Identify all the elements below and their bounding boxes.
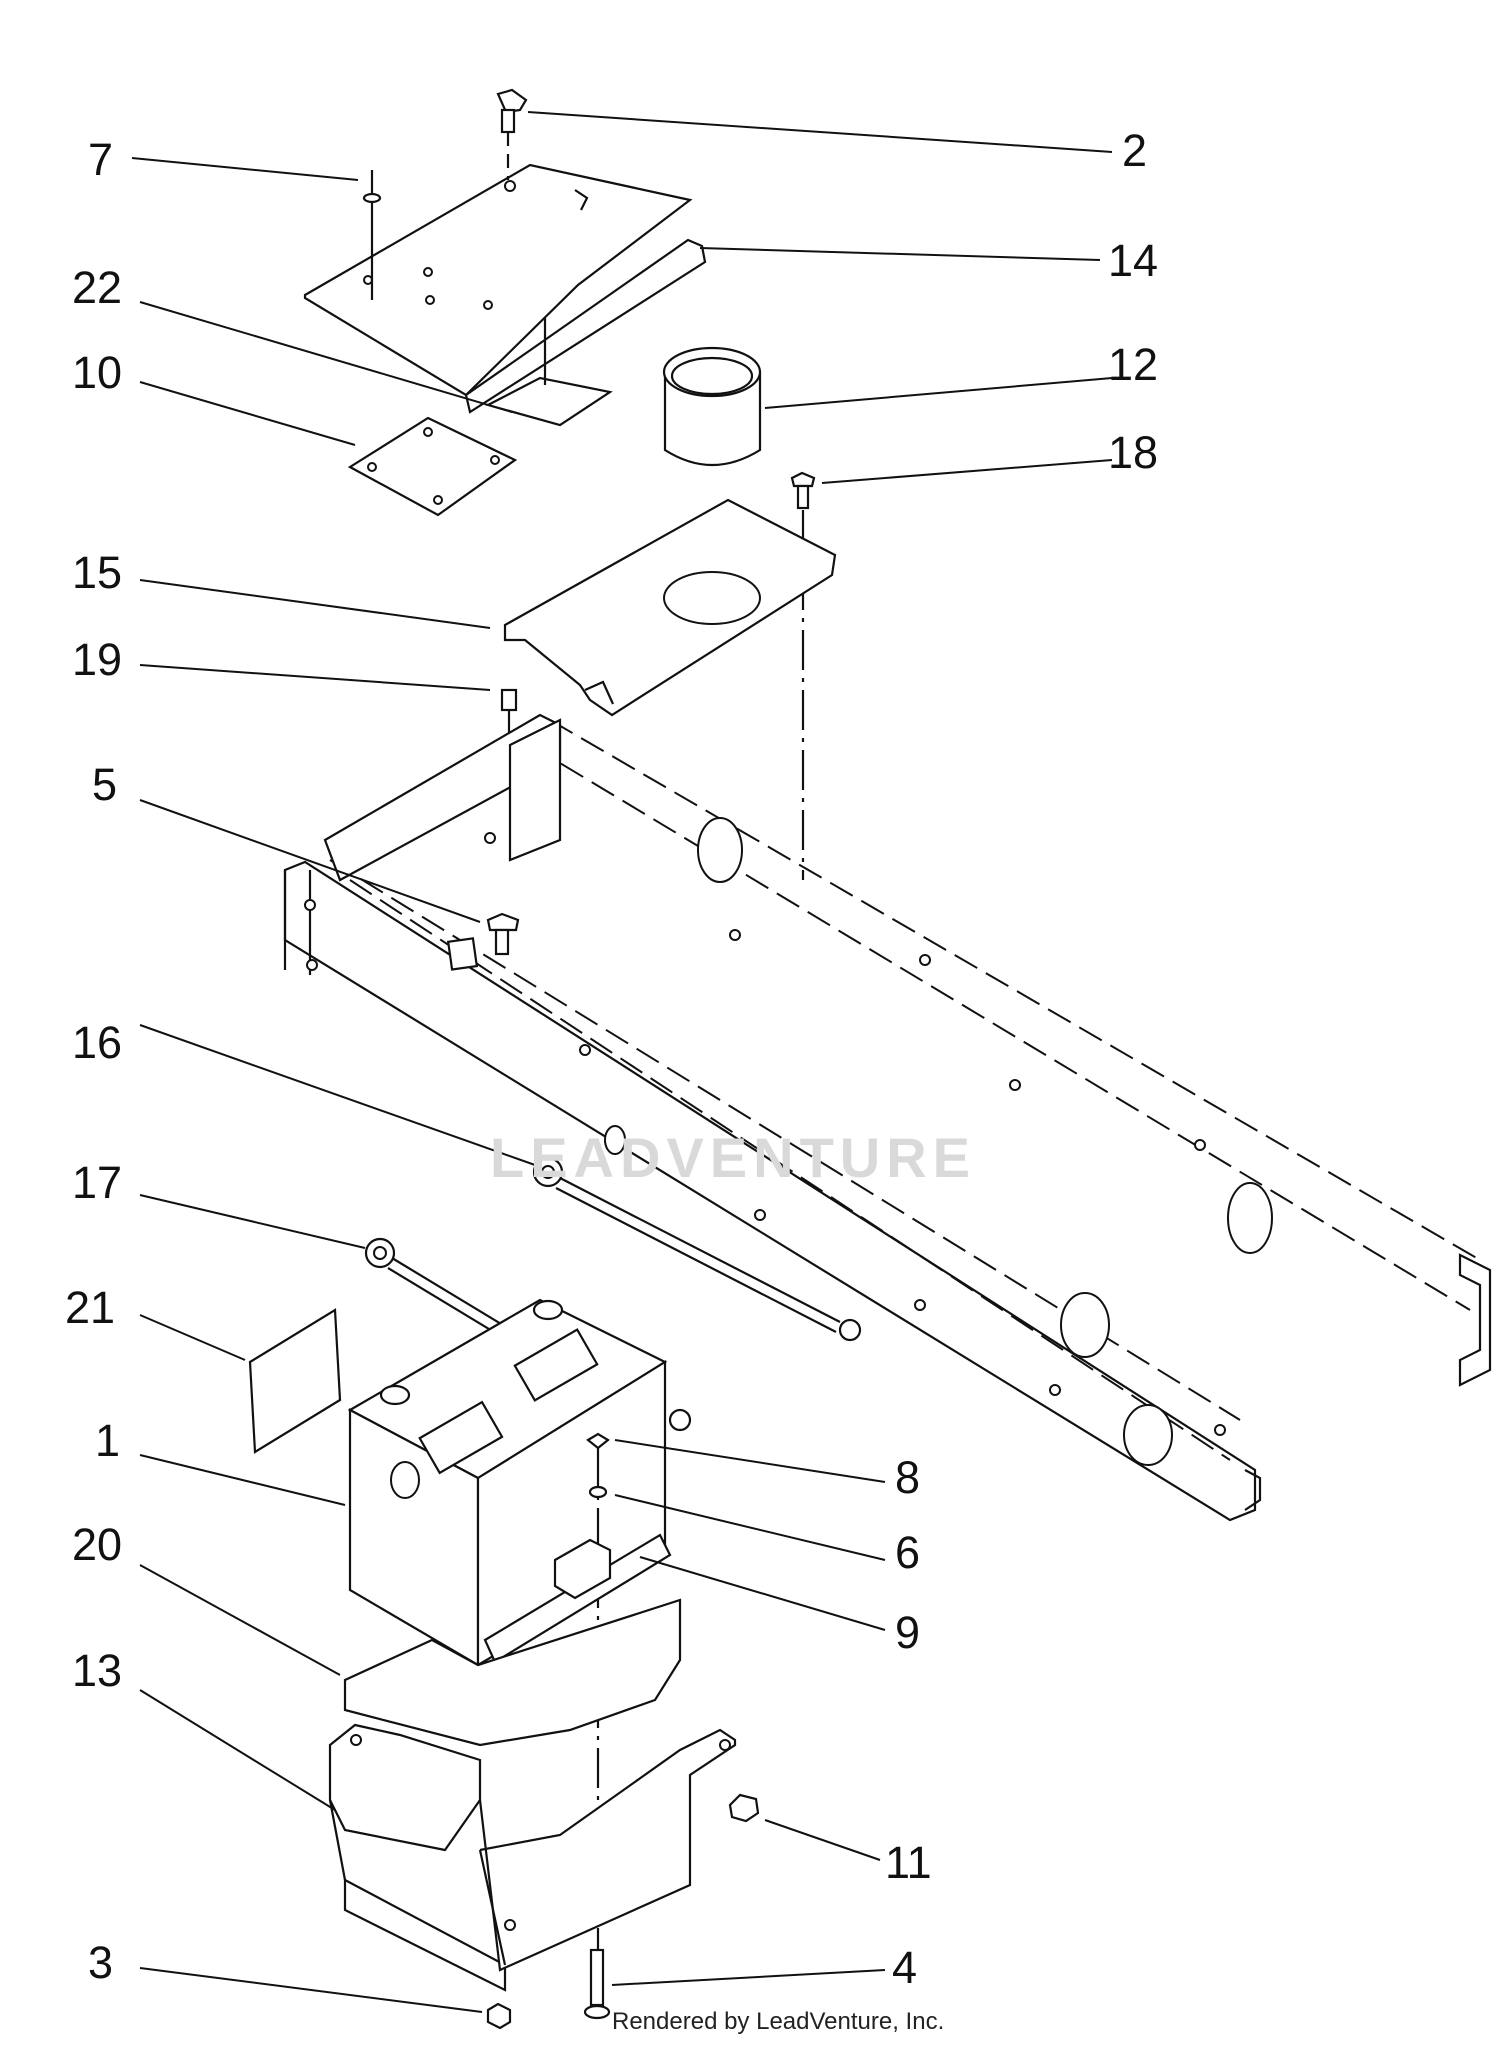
part-21-label — [248, 1308, 342, 1454]
part-12-cup — [662, 346, 762, 466]
render-credit: Rendered by LeadVenture, Inc. — [612, 2008, 945, 2035]
callout-5: 5 — [92, 759, 118, 810]
callout-12: 12 — [1108, 339, 1159, 390]
part-22-pad — [485, 376, 613, 427]
callout-7: 7 — [88, 134, 114, 185]
callout-2: 2 — [1122, 125, 1148, 176]
callout-16: 16 — [72, 1017, 123, 1068]
callout-8: 8 — [895, 1452, 921, 1503]
callout-9: 9 — [895, 1607, 921, 1658]
part-7-screw — [362, 170, 382, 300]
callout-4: 4 — [892, 1942, 918, 1993]
part-10-plate — [347, 416, 518, 517]
part-14-plate — [303, 163, 707, 414]
watermark: LEADVENTURE — [490, 1126, 977, 1189]
callout-14: 14 — [1108, 235, 1159, 286]
callout-19: 19 — [72, 634, 123, 685]
part-15-plate — [503, 498, 837, 717]
part-13-bracket — [328, 1723, 737, 1992]
part-4-bolt — [583, 1948, 611, 2020]
callout-21: 21 — [65, 1282, 116, 1333]
callout-10: 10 — [72, 347, 123, 398]
callout-6: 6 — [895, 1527, 921, 1578]
callout-11: 11 — [885, 1837, 932, 1888]
callout-18: 18 — [1108, 427, 1159, 478]
part-2-bolt — [496, 88, 528, 180]
callout-22: 22 — [72, 262, 123, 313]
callout-13: 13 — [72, 1645, 123, 1696]
part-1-battery — [347, 1298, 668, 1667]
frame-rail — [283, 713, 1492, 1522]
callout-15: 15 — [72, 547, 123, 598]
callout-3: 3 — [88, 1937, 114, 1988]
part-16-cable — [532, 1156, 862, 1342]
leader-lines — [131, 111, 1113, 2013]
callout-1: 1 — [95, 1415, 121, 1466]
part-20-tray — [343, 1598, 682, 1747]
part-3-nut — [486, 2002, 512, 2030]
callout-17: 17 — [72, 1157, 123, 1208]
part-5-bolt — [486, 912, 520, 956]
part-11-bolt — [728, 1793, 760, 1823]
part-9-holddown — [483, 1533, 672, 1664]
callout-20: 20 — [72, 1519, 123, 1570]
